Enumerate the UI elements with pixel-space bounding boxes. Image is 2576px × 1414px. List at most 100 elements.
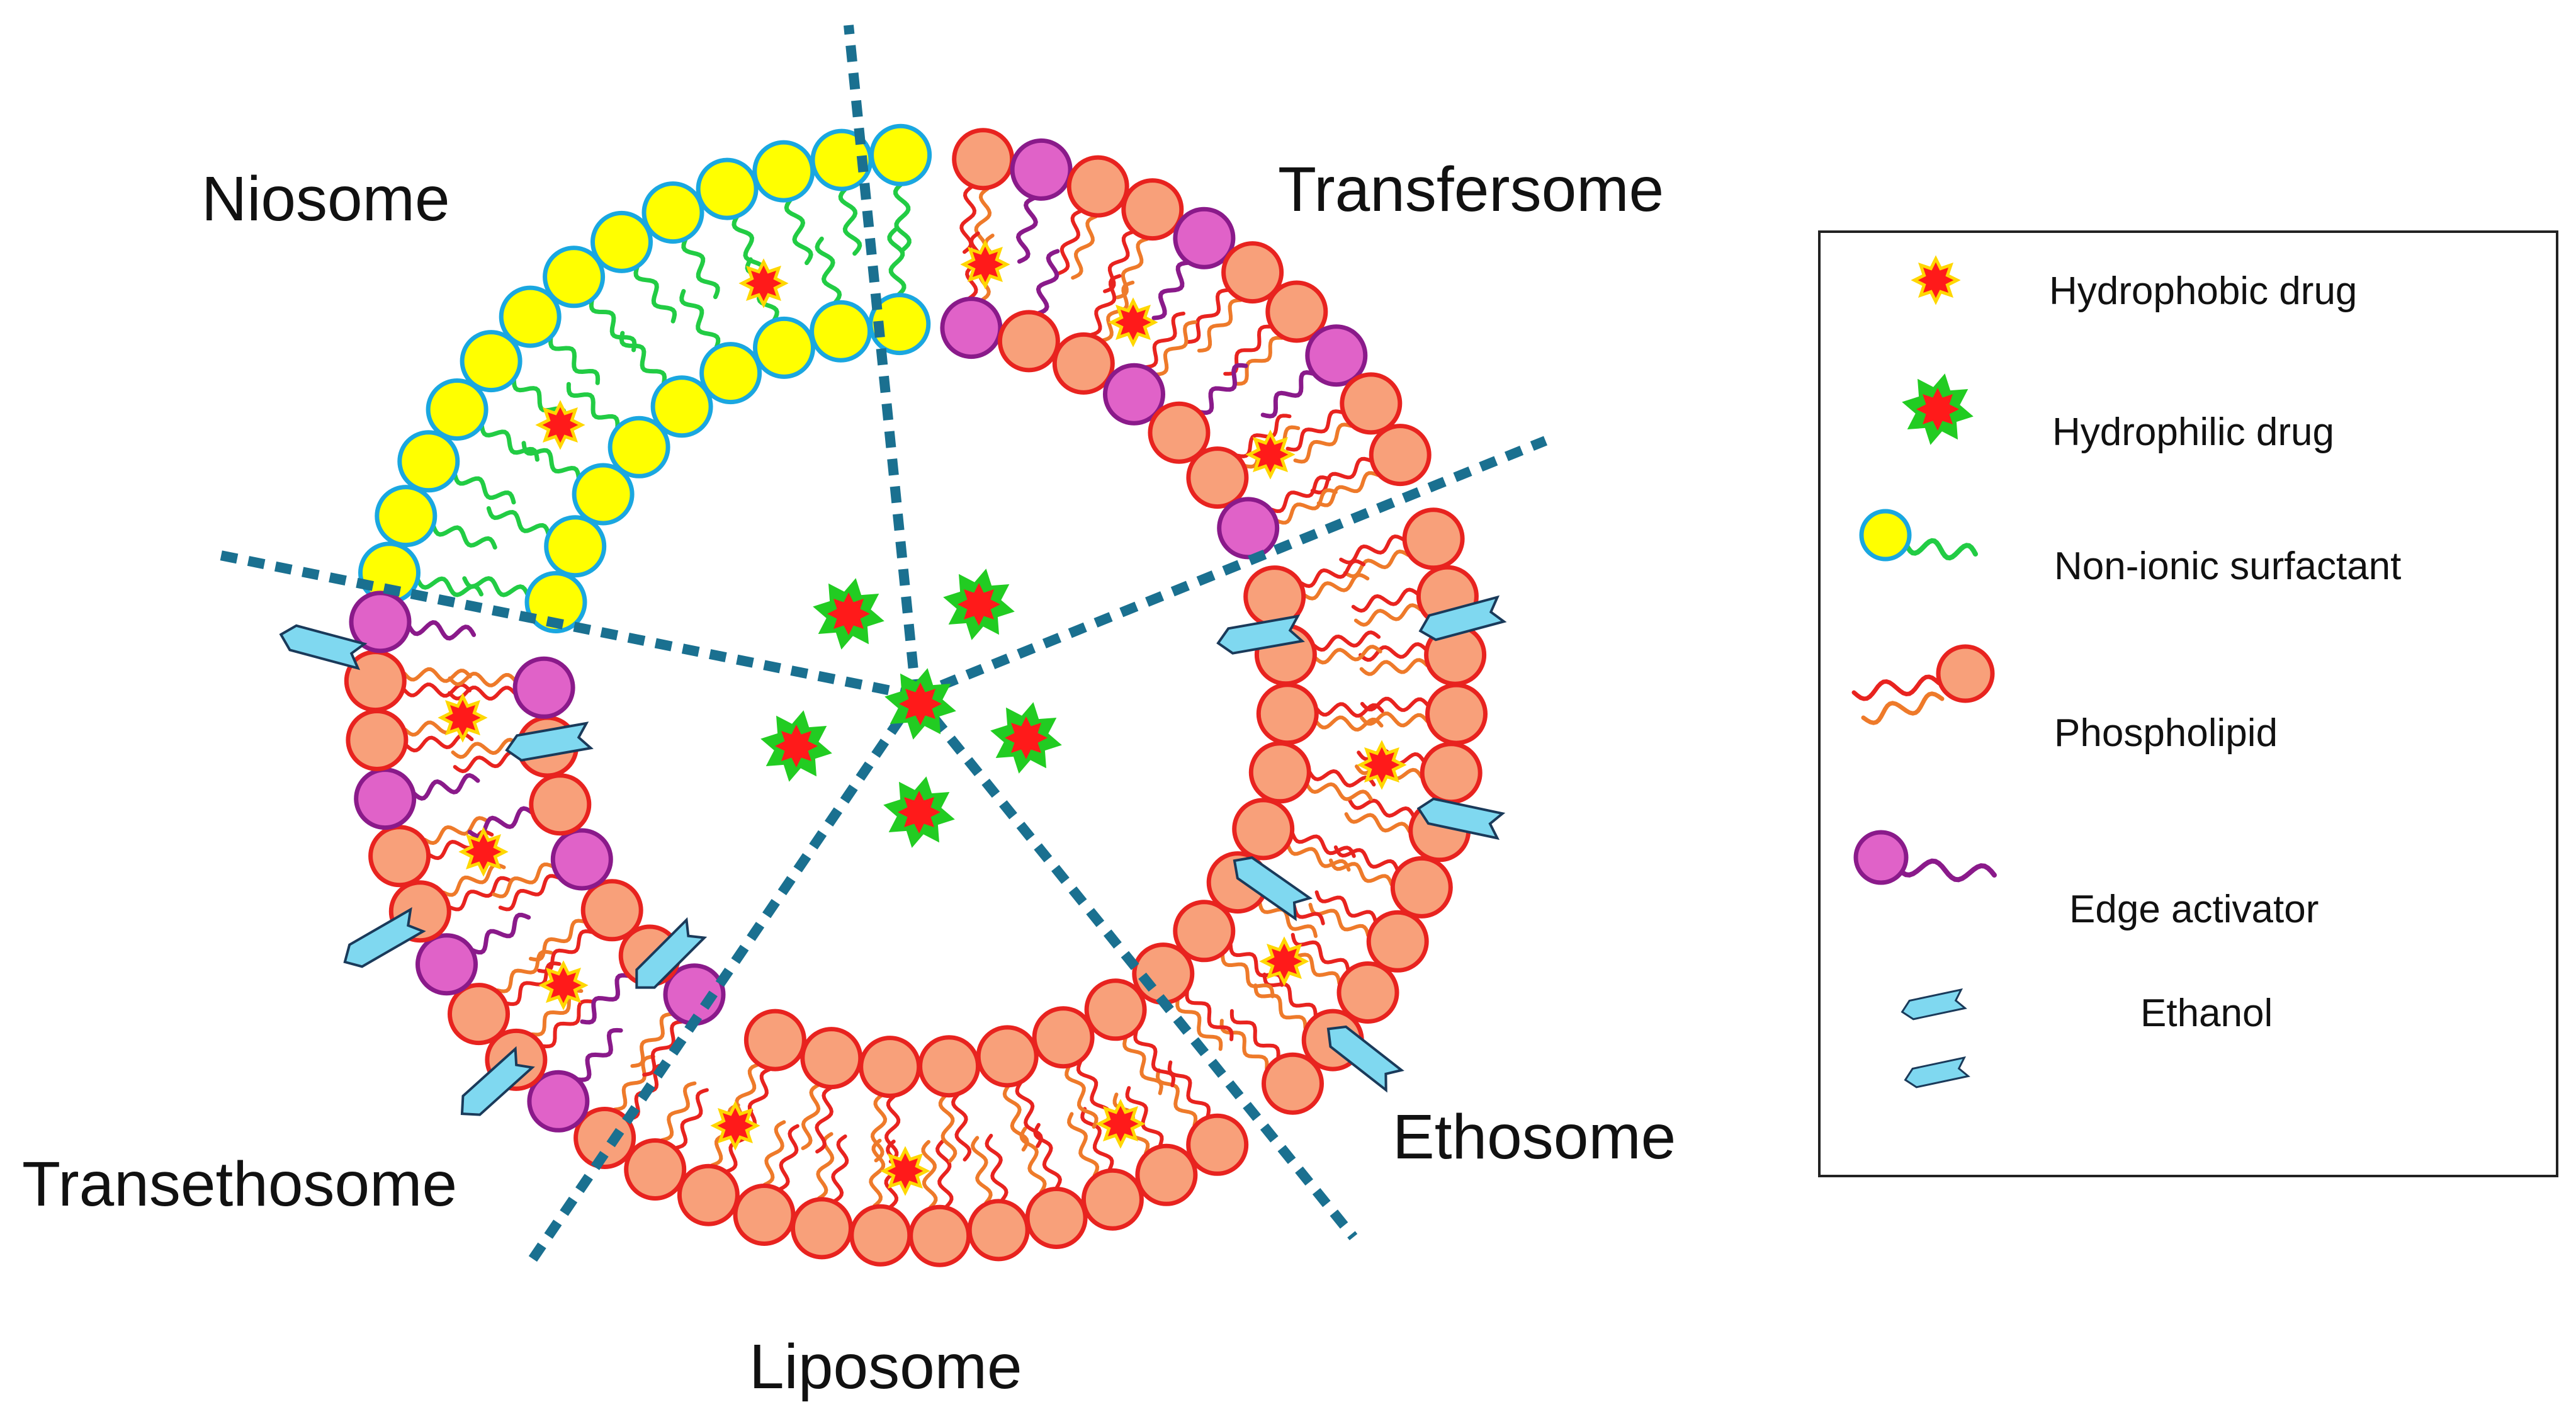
phospholipid-tail [1080, 1107, 1114, 1172]
phospholipid-head [1173, 900, 1236, 963]
edge-activator-head [529, 773, 592, 836]
surfactant-head [650, 375, 713, 438]
phospholipid-tail [448, 671, 517, 687]
phospholipid-tail [974, 187, 992, 256]
surfactant-head [544, 515, 607, 578]
phospholipid-tail [1033, 1123, 1062, 1190]
niosome-bilayer [358, 123, 932, 633]
surfactant-head [426, 378, 489, 441]
phospholipid-head [1052, 332, 1115, 395]
edge-activator-tail [469, 912, 531, 955]
surfactant-head [572, 463, 635, 526]
edge-activator-head [415, 933, 478, 996]
phospholipid-tail [630, 1012, 674, 1068]
phospholipid-tail [1002, 1083, 1029, 1152]
phospholipid-tail [674, 1088, 709, 1150]
phospholipid-tail [1116, 237, 1150, 300]
hydrophobic-drug-icon [960, 239, 1010, 290]
phospholipid-head [952, 128, 1015, 191]
transfersome-heads [940, 128, 1432, 560]
phospholipid-tail [1333, 845, 1399, 872]
ethosome-heads [1132, 507, 1488, 1115]
hydrophobic-drug-icon [738, 258, 789, 308]
legend-label-non-ionic-surfactant: Non-ionic surfactant [2054, 545, 2401, 588]
phospholipid-head [1265, 280, 1328, 343]
sector-divider [844, 25, 921, 696]
phospholipid-head [1248, 741, 1311, 804]
phospholipid-tail [1305, 782, 1373, 801]
ethanol-icon [279, 624, 368, 670]
ethanol-icon [1233, 856, 1313, 922]
hydrophobic-drug-icon [1108, 297, 1158, 348]
phospholipid-head [624, 1138, 687, 1201]
niosome-tails [415, 181, 912, 597]
phospholipid-head [1132, 942, 1195, 1005]
phospholipid-tail [402, 682, 472, 698]
phospholipid-tail [1015, 1081, 1043, 1148]
phospholipid-tail [831, 1134, 849, 1203]
niosome-label: Niosome [201, 164, 450, 234]
phospholipid-head [573, 1107, 636, 1169]
phospholipid-tail [1229, 1009, 1280, 1060]
phospholipid-tail [1253, 983, 1308, 1030]
phospholipid-tail [1329, 858, 1394, 886]
liposome-heads [624, 978, 1249, 1267]
phospholipid-tail [1233, 336, 1284, 386]
niosome-heads [358, 123, 932, 633]
phospholipid-tail [1144, 312, 1185, 370]
phospholipid-tail [1257, 900, 1318, 938]
phospholipid-tail [1058, 209, 1083, 275]
surfactant-head [397, 430, 460, 493]
surfactant-tail [784, 197, 813, 266]
phospholipid-tail [1344, 812, 1411, 834]
surfactant-tail [681, 236, 720, 300]
phospholipid-tail [1313, 645, 1382, 665]
phospholipid-tail [1286, 843, 1351, 872]
phospholipid-head [1256, 682, 1319, 745]
phospholipid-tail [529, 919, 587, 962]
hydrophobic-drug-icon [1357, 740, 1407, 790]
edge-activator-head [1010, 138, 1073, 201]
phospholipid-tail [1221, 952, 1275, 998]
surfactant-tail [548, 334, 601, 385]
phospholipid-head [1135, 1143, 1198, 1206]
edge-activator-tail [1035, 249, 1060, 316]
phospholipid-head [743, 1009, 806, 1072]
hydrophobic-drug-icon [458, 827, 509, 877]
phospholipid-head [346, 709, 409, 771]
phospholipid-tail [1219, 1019, 1269, 1070]
edge-activator-icon [1853, 830, 1997, 885]
legend-label-hydrophobic-drug: Hydrophobic drug [2049, 269, 2357, 313]
hydrophobic-drug-icon [1245, 429, 1296, 480]
phospholipid-tail [1299, 559, 1366, 589]
phospholipid-head [1262, 1052, 1324, 1115]
phospholipid-tail [1302, 573, 1370, 601]
phospholipid-tail [762, 1120, 786, 1187]
surfactant-tail [566, 382, 620, 431]
surfactant-tail [838, 186, 862, 256]
membrane-hydrophobic-drugs [438, 239, 1407, 1196]
phospholipid-tail [1351, 587, 1420, 613]
phospholipid-tail [1308, 903, 1370, 937]
surfactant-tail [633, 264, 677, 324]
edge-activator-head [527, 1070, 590, 1133]
phospholipid-tail [935, 1139, 954, 1209]
liposome-tails [660, 1029, 1211, 1209]
phospholipid-head [1217, 497, 1280, 560]
sector-divider [912, 692, 1358, 1241]
phospholipid-tail [1293, 422, 1353, 464]
surfactant-head [752, 140, 815, 203]
edge-activator-head [1305, 324, 1368, 387]
phospholipid-tail [1308, 769, 1376, 788]
phospholipid-head [580, 879, 643, 942]
phospholipid-tail [1125, 1086, 1164, 1148]
phospholipid-head [1390, 856, 1453, 919]
phospholipid-head [512, 656, 575, 719]
hydrophilic-drug-icon [760, 710, 832, 782]
phospholipid-tail [1103, 230, 1135, 293]
ethanol-icon [1216, 614, 1305, 655]
hydrophobic-drug-icon [710, 1100, 760, 1151]
edge-activator-head [349, 591, 412, 653]
surfactant-tail [679, 289, 721, 351]
surfactant-head [524, 571, 587, 633]
